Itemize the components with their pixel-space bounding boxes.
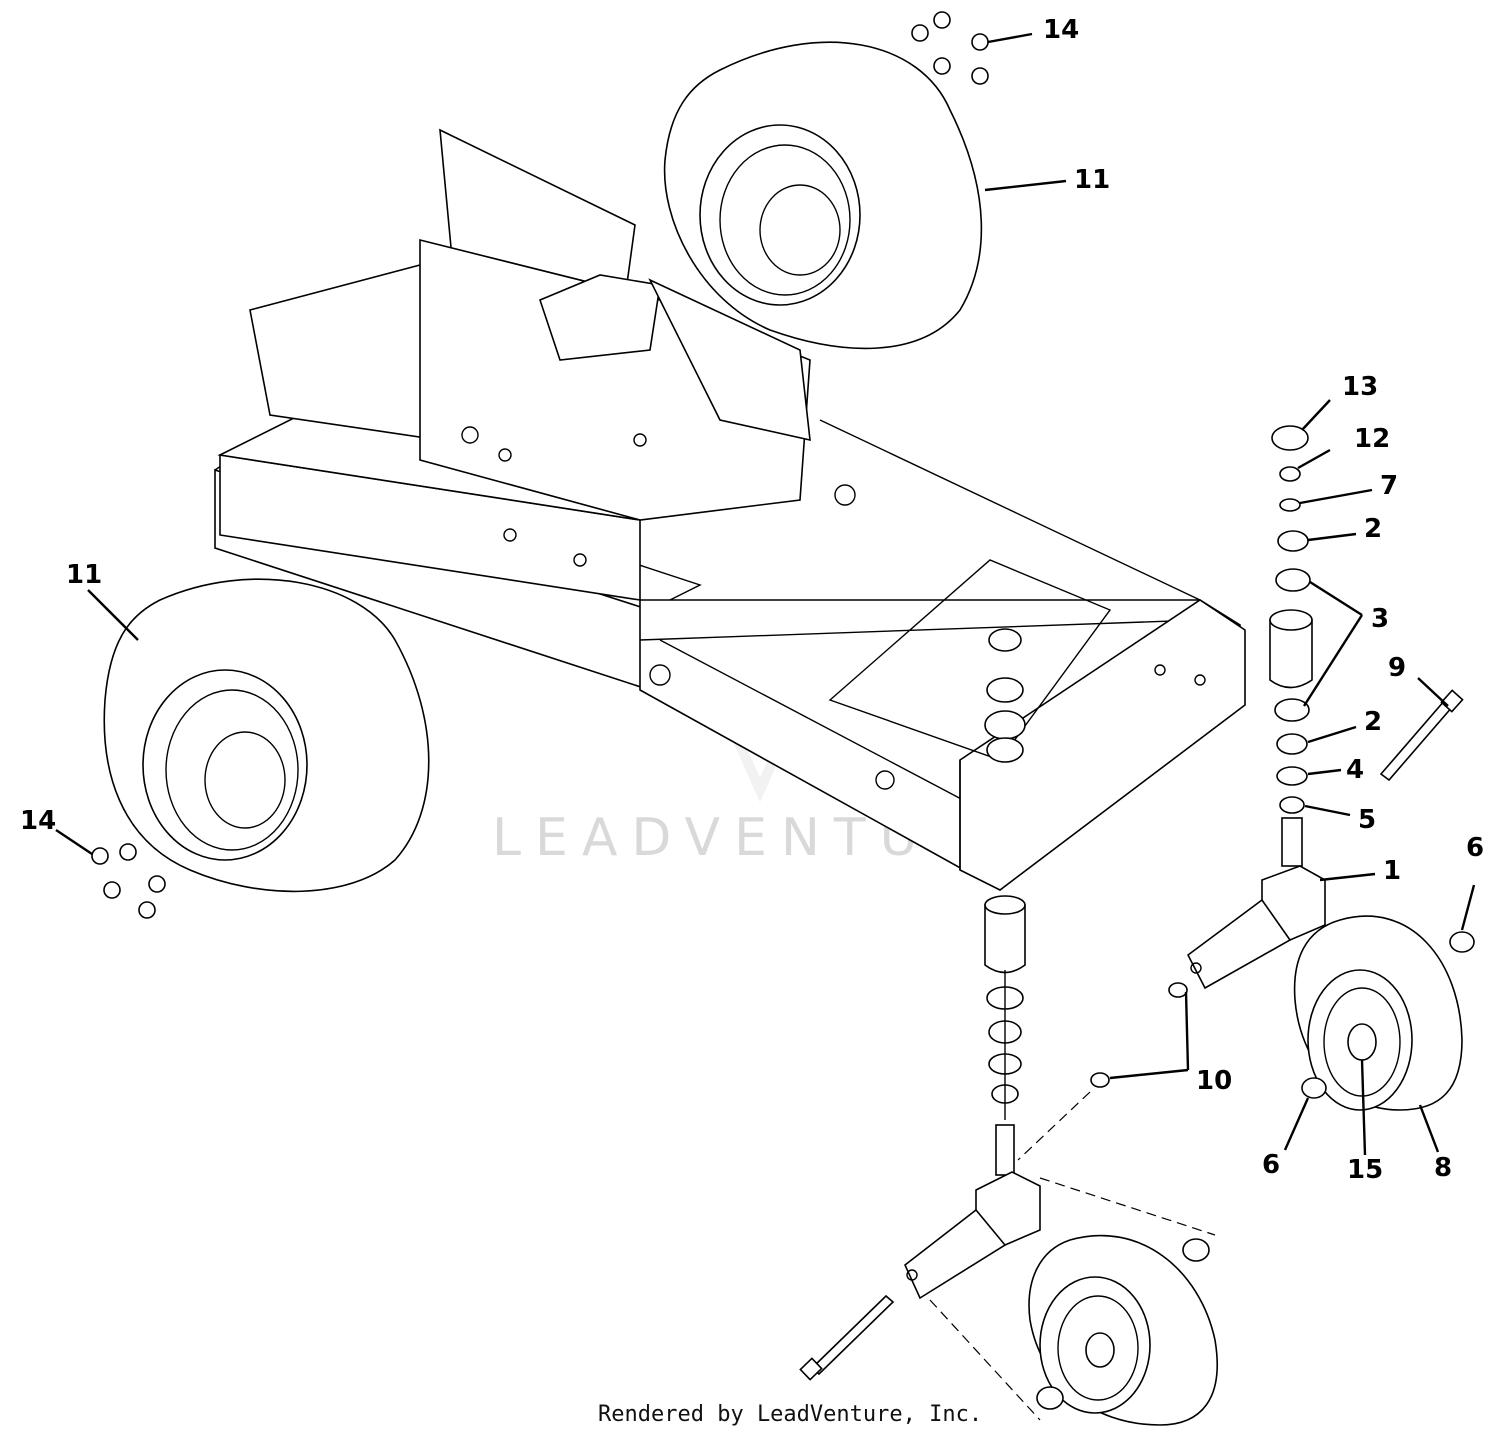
footer-credit: Rendered by LeadVenture, Inc. bbox=[598, 1402, 982, 1427]
callout-12: 12 bbox=[1354, 424, 1390, 454]
callout-11-left: 11 bbox=[66, 560, 102, 590]
lug-nuts-left bbox=[91, 843, 166, 919]
callout-2-lower: 2 bbox=[1364, 707, 1382, 737]
caster-wheel-right bbox=[1293, 915, 1475, 1111]
seal-4 bbox=[1276, 766, 1308, 786]
callout-5: 5 bbox=[1358, 805, 1376, 835]
race-3b bbox=[1274, 698, 1310, 722]
lug-nuts-top bbox=[911, 11, 989, 85]
right-spindle-stack bbox=[1186, 425, 1464, 990]
callout-3: 3 bbox=[1371, 604, 1389, 634]
race-3a bbox=[1275, 568, 1311, 592]
callout-6-right: 6 bbox=[1466, 833, 1484, 863]
bearing-2a bbox=[1277, 530, 1309, 552]
washer-5 bbox=[1279, 796, 1305, 814]
callout-14-left: 14 bbox=[20, 806, 56, 836]
callout-10: 10 bbox=[1196, 1066, 1232, 1096]
callout-4: 4 bbox=[1346, 755, 1364, 785]
callout-8: 8 bbox=[1434, 1153, 1452, 1183]
washer-7 bbox=[1279, 498, 1301, 512]
left-spindle-stack bbox=[799, 970, 1216, 1421]
rear-tire-left bbox=[103, 578, 430, 893]
callout-13: 13 bbox=[1342, 372, 1378, 402]
callout-6-lower: 6 bbox=[1262, 1150, 1280, 1180]
bushing-6b bbox=[1301, 1077, 1327, 1099]
nut-12 bbox=[1279, 466, 1301, 482]
callout-1: 1 bbox=[1383, 856, 1401, 886]
callout-15: 15 bbox=[1347, 1155, 1383, 1185]
bushing-6a bbox=[1449, 931, 1475, 953]
rear-tire-right bbox=[663, 41, 983, 350]
callout-11-top: 11 bbox=[1074, 165, 1110, 195]
caster-wheel-left bbox=[1028, 1234, 1218, 1426]
callout-9: 9 bbox=[1388, 653, 1406, 683]
bearing-2b bbox=[1276, 733, 1308, 755]
callout-7: 7 bbox=[1380, 471, 1398, 501]
callout-2-upper: 2 bbox=[1364, 514, 1382, 544]
callout-14-top: 14 bbox=[1043, 15, 1079, 45]
leader-lines bbox=[55, 32, 1476, 1156]
frame-assembly bbox=[214, 128, 1313, 974]
cap-13 bbox=[1271, 425, 1309, 451]
